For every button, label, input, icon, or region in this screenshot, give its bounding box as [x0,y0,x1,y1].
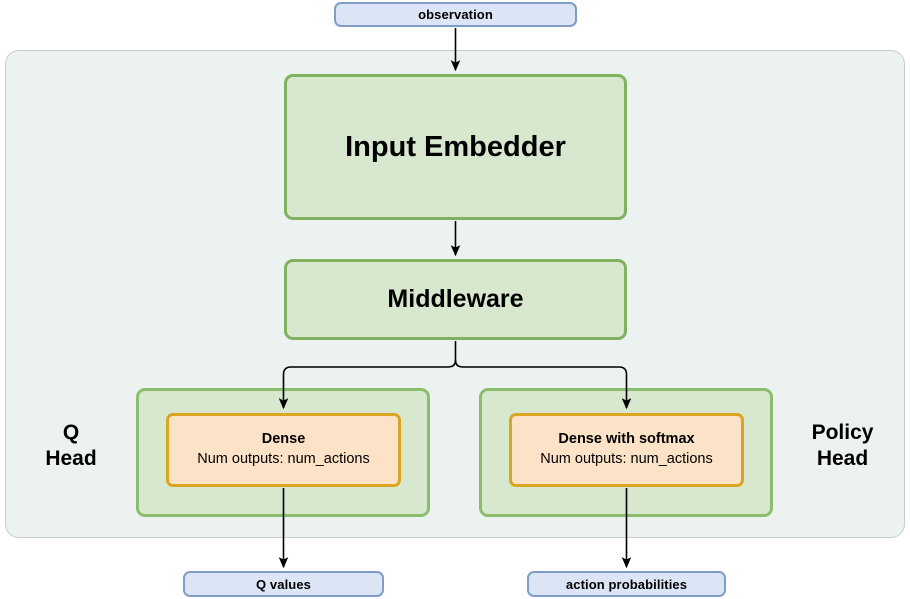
io-box-observation: observation [334,2,577,27]
module-middleware: Middleware [284,259,627,340]
module-label-middleware: Middleware [387,285,524,313]
layer-box-policy-dense-softmax: Dense with softmax Num outputs: num_acti… [509,413,744,487]
layer-box-q-dense: Dense Num outputs: num_actions [166,413,401,487]
layer-title-policy-dense-softmax: Dense with softmax [558,431,695,448]
layer-title-q-dense: Dense [261,431,306,448]
layer-subtitle-policy-dense-softmax: Num outputs: num_actions [540,451,713,467]
io-label-q-values: Q values [256,576,311,592]
head-side-label-q: Q Head [45,421,97,471]
io-box-q-values: Q values [183,571,384,597]
module-input-embedder: Input Embedder [284,74,627,220]
io-label-action-probabilities: action probabilities [565,576,688,592]
head-side-label-policy: Policy Head [811,421,874,471]
io-label-observation: observation [418,7,493,22]
io-box-action-probabilities: action probabilities [527,571,726,597]
layer-subtitle-q-dense: Num outputs: num_actions [197,451,370,467]
module-label-input-embedder: Input Embedder [345,130,566,163]
